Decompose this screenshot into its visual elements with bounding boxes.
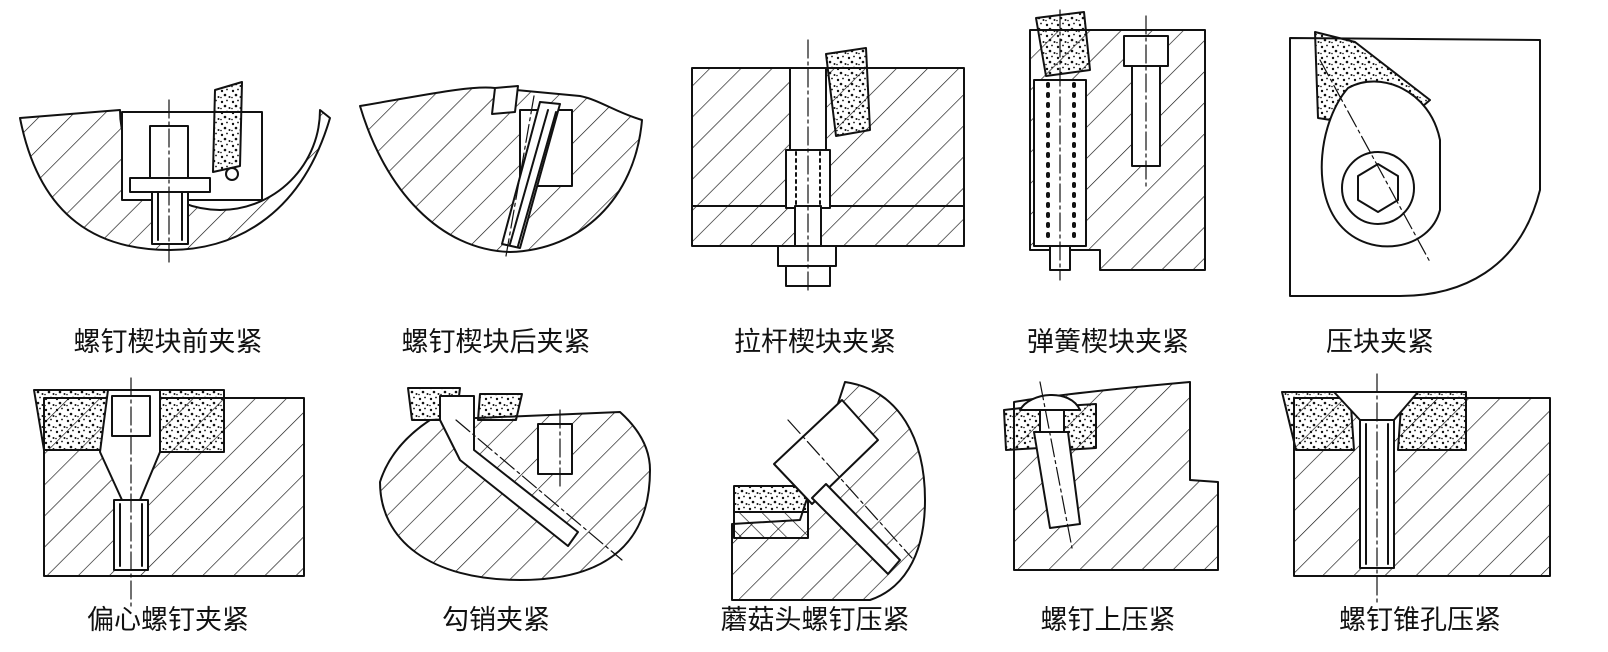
figure-9-screw-top-press xyxy=(1003,381,1219,571)
caption-1: 螺钉楔块前夹紧 xyxy=(73,327,263,358)
caption-6: 偏心螺钉夹紧 xyxy=(87,605,249,636)
figure-3-tie-rod-wedge xyxy=(691,39,965,295)
figure-7-hook-pin xyxy=(379,387,651,581)
caption-2: 螺钉楔块后夹紧 xyxy=(401,327,591,358)
figure-2-screw-wedge-rear xyxy=(359,85,643,257)
figure-4-spring-wedge xyxy=(1029,9,1206,281)
caption-3: 拉杆楔块夹紧 xyxy=(734,327,896,358)
caption-7: 勾销夹紧 xyxy=(442,605,550,636)
caption-10: 螺钉锥孔压紧 xyxy=(1339,605,1501,636)
figure-1-screw-wedge-front xyxy=(19,81,331,263)
figure-5-pressing-block xyxy=(1289,31,1541,297)
caption-4: 弹簧楔块夹紧 xyxy=(1027,327,1189,358)
caption-9: 螺钉上压紧 xyxy=(1040,605,1176,636)
figure-8-mushroom-screw xyxy=(731,381,926,601)
caption-5: 压块夹紧 xyxy=(1326,327,1434,358)
caption-8: 蘑菇头螺钉压紧 xyxy=(720,605,910,636)
figure-6-eccentric-screw xyxy=(33,377,305,607)
figure-10-screw-tapered-hole xyxy=(1281,373,1551,607)
